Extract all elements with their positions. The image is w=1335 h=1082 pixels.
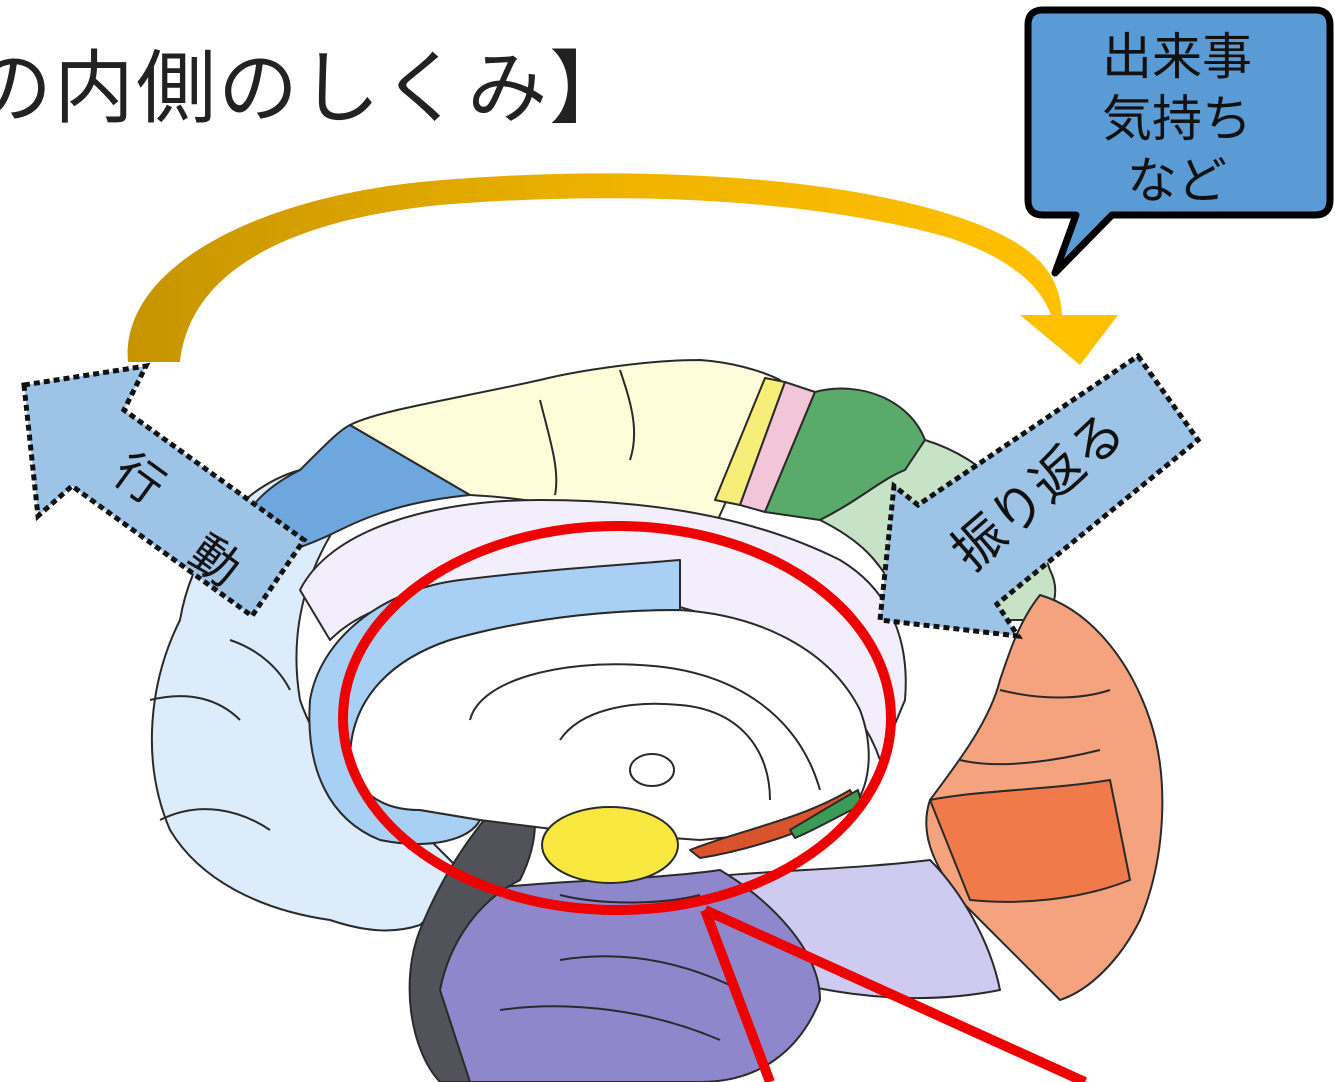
sulcus-line <box>559 894 701 904</box>
speech-bubble <box>1024 6 1334 277</box>
occipital-dark-region <box>929 779 1131 903</box>
highlight-pointer-right <box>702 905 1088 1082</box>
highlight-callout <box>338 521 1088 1082</box>
cycle-arrow-head <box>1020 315 1118 365</box>
action-arrow-shape <box>21 362 308 620</box>
yellow-nucleus <box>541 806 679 884</box>
reflect-arrow-shape <box>877 352 1202 640</box>
sulcus-line <box>499 1005 721 1041</box>
sulcus-line <box>229 639 291 691</box>
inner-fold-line <box>469 663 821 791</box>
page-title: の内側のしくみ】 <box>0 42 632 135</box>
sulcus-line <box>619 369 636 461</box>
sulcus-line <box>559 955 741 991</box>
sulcus-line <box>149 695 241 721</box>
speech-bubble-line: 気持ち <box>1102 90 1252 148</box>
speech-bubble-line: 出来事 <box>1102 28 1252 86</box>
highlight-pointer <box>700 908 775 1082</box>
sulcus-line <box>159 808 271 831</box>
sulcus-line <box>539 399 558 496</box>
speech-bubble-text: 出来事 気持ち など <box>1026 26 1328 212</box>
inner-nucleus <box>629 753 675 787</box>
cycle-arrow-body <box>127 173 1062 362</box>
sulcus-line <box>999 689 1111 699</box>
corpus-callosum <box>349 609 870 841</box>
speech-bubble-line: など <box>1127 152 1227 210</box>
sulcus-line <box>959 749 1101 766</box>
cycle-arrow <box>127 173 1118 365</box>
highlight-ellipse <box>338 521 896 915</box>
inner-fold-line <box>559 702 771 801</box>
